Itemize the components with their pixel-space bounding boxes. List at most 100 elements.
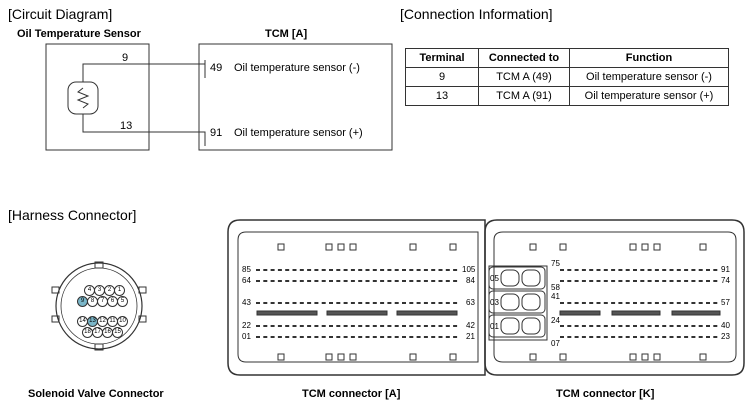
pin-dot [314, 280, 319, 282]
pin-dot [596, 302, 601, 304]
pin-dot [299, 325, 304, 327]
pin-dot [574, 325, 579, 327]
pin-dot [625, 325, 630, 327]
pin-dot [343, 325, 348, 327]
table-row: 13 TCM A (91) Oil temperature sensor (+) [405, 86, 729, 106]
pin-dot [314, 269, 319, 271]
table-row: 9 TCM A (49) Oil temperature sensor (-) [405, 67, 729, 87]
pin-dot [372, 302, 377, 304]
tcm-box [198, 43, 393, 151]
pin-dot [314, 325, 319, 327]
pin-dot [633, 336, 637, 338]
tcm-k-pin-07: 07 [551, 339, 560, 348]
table-cell: TCM A (91) [478, 86, 570, 106]
pin-dot [567, 269, 572, 271]
pin-dot [387, 280, 392, 282]
pin-dot [321, 280, 326, 282]
pin-dot [625, 302, 630, 304]
wire-9-49 [82, 63, 206, 82]
pin-dot [453, 269, 458, 271]
pin-dot [567, 336, 572, 338]
pin-dot [662, 302, 667, 304]
tcm-a-pin-dots [256, 269, 458, 338]
pin-dot [560, 280, 564, 282]
pin-dot [358, 302, 363, 304]
pin-dot [713, 336, 718, 338]
pin-dot [676, 336, 681, 338]
wire-13-91 [82, 114, 206, 146]
pin-dot [416, 280, 421, 282]
pin-dot [321, 336, 326, 338]
pin-dot [581, 269, 586, 271]
pin-dot [603, 325, 608, 327]
pin-dot [256, 280, 260, 282]
pin-dot [394, 302, 399, 304]
pin-dot [691, 280, 696, 282]
table-cell: 13 [405, 86, 479, 106]
pin-dot [329, 325, 333, 327]
tcm-a-pin-64: 64 [242, 276, 251, 285]
tcm-k-pin-74: 74 [721, 276, 730, 285]
tcm-pin-91-label: Oil temperature sensor (+) [234, 127, 363, 139]
tcm-a-pin-105: 105 [462, 265, 476, 274]
pin-dot [380, 269, 385, 271]
pin-dot [713, 325, 718, 327]
pin-dot [654, 336, 659, 338]
pin-dot [669, 302, 674, 304]
pin-dot [402, 269, 406, 271]
pin-dot [633, 325, 637, 327]
solenoid-connector [51, 261, 147, 351]
pin-dot [402, 302, 406, 304]
pin-dot [423, 280, 428, 282]
pin-dot [321, 325, 326, 327]
pin-dot [343, 280, 348, 282]
pin-dot [365, 302, 370, 304]
pin-dot [343, 302, 348, 304]
pin-dot [263, 280, 268, 282]
tcm-k-pin-24: 24 [551, 316, 560, 325]
pin-dot [654, 280, 659, 282]
pin-dot [387, 336, 392, 338]
pin-dot [669, 269, 674, 271]
pin-dot [321, 269, 326, 271]
solenoid-pin: 1 [114, 285, 125, 296]
pin-dot [662, 280, 667, 282]
connection-info-title: [Connection Information] [400, 6, 553, 22]
pin-dot [292, 336, 297, 338]
pin-dot [640, 302, 645, 304]
pin-dot [270, 325, 275, 327]
pin-dot [329, 302, 333, 304]
pin-dot [277, 269, 282, 271]
pin-dot [263, 336, 268, 338]
pin-dot [618, 302, 623, 304]
pin-dot [438, 302, 443, 304]
tcm-k-pin-57: 57 [721, 298, 730, 307]
pin-dot [713, 302, 718, 304]
pin-dot [560, 269, 564, 271]
circuit-diagram-title: [Circuit Diagram] [8, 6, 113, 22]
tcm-k-box-05: 05 [490, 274, 499, 283]
tcm-a-pin-84: 84 [466, 276, 475, 285]
pin-dot [307, 269, 312, 271]
pin-dot [713, 269, 718, 271]
pin-dot [409, 269, 414, 271]
pin-dot [445, 302, 450, 304]
pin-dot [277, 302, 282, 304]
tcm-pin-49-label: Oil temperature sensor (-) [234, 62, 360, 74]
pin-dot [372, 325, 377, 327]
table-cell: TCM A (49) [478, 67, 570, 87]
pin-dot [372, 280, 377, 282]
solenoid-pin: 10 [117, 316, 128, 327]
pin-dot [372, 336, 377, 338]
pin-dot [445, 336, 450, 338]
pin-dot [438, 280, 443, 282]
pin-dot [589, 336, 594, 338]
pin-dot [277, 336, 282, 338]
tcm-a-pin-22: 22 [242, 321, 251, 330]
pin-dot [423, 269, 428, 271]
pin-dot [409, 302, 414, 304]
pin-dot [350, 269, 355, 271]
pin-dot [329, 336, 333, 338]
tcm-k-pin-23: 23 [721, 332, 730, 341]
pin-dot [567, 302, 572, 304]
